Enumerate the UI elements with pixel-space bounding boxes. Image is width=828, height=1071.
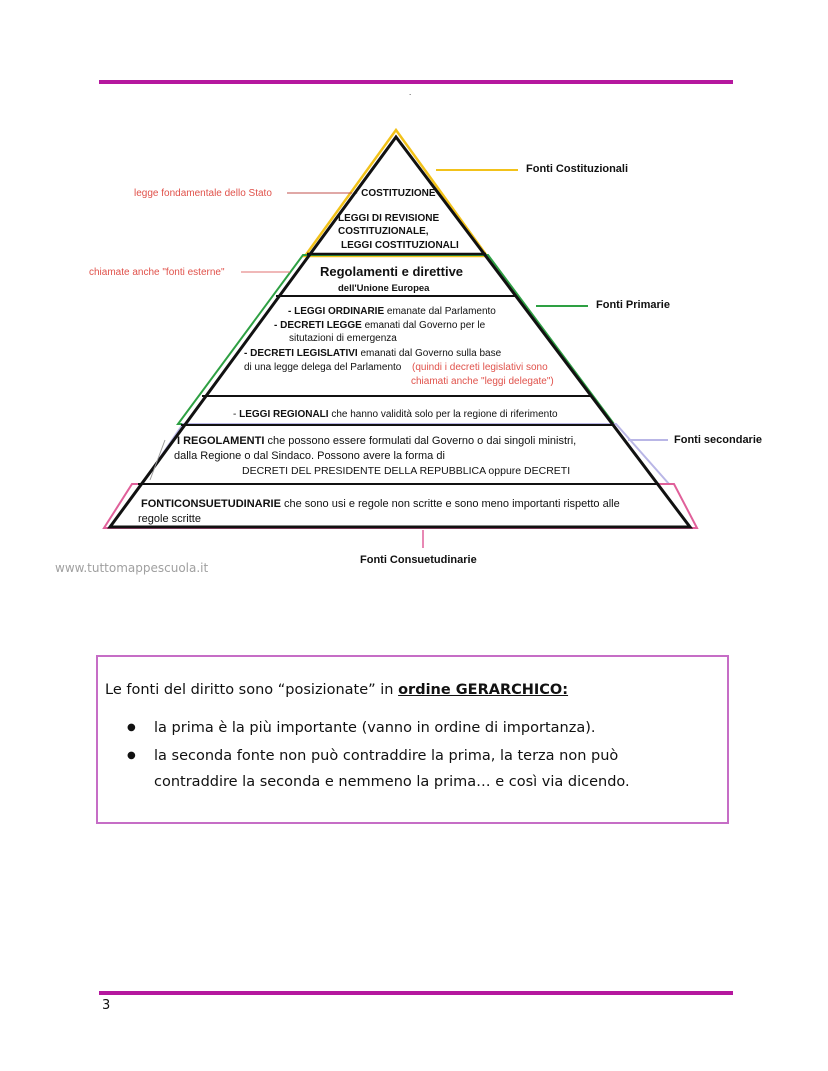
- level-revisione-3: LEGGI COSTITUZIONALI: [341, 240, 459, 251]
- level-revisione-1: LEGGI DI REVISIONE: [338, 213, 439, 224]
- level-ue-title: Regolamenti e direttive: [320, 264, 463, 279]
- level-decreti-legge: - DECRETI LEGGE emanati dal Governo per …: [274, 320, 486, 331]
- label-fonti-primarie: Fonti Primarie: [596, 299, 670, 311]
- left-gray-tick: [149, 439, 166, 481]
- note-box: Le fonti del diritto sono “posizionate” …: [96, 655, 729, 824]
- level-decreti-legislativi: - DECRETI LEGISLATIVI emanati dal Govern…: [244, 348, 502, 359]
- level-legislativi-note-2: chiamati anche "leggi delegate"): [411, 376, 554, 387]
- level-costituzione: · COSTITUZIONE: [355, 188, 436, 199]
- label-fonti-costituzionali: Fonti Costituzionali: [526, 163, 628, 175]
- level-ue-sub: dell'Unione Europea: [338, 283, 430, 294]
- level-decreti-legge-cont: situtazioni di emergenza: [289, 333, 397, 344]
- note-intro-bold: ordine GERARCHICO:: [398, 682, 569, 698]
- list-item: la prima è la più importante (vanno in o…: [105, 715, 705, 741]
- bottom-rule: [99, 991, 733, 995]
- level-consuetudini-2: regole scritte: [138, 513, 201, 525]
- level-regolamenti-2: dalla Regione o dal Sindaco. Possono ave…: [174, 450, 445, 462]
- note-intro: Le fonti del diritto sono “posizionate” …: [105, 682, 569, 698]
- annotation-esterne: chiamate anche "fonti esterne": [89, 267, 225, 278]
- label-fonti-secondarie: Fonti secondarie: [674, 434, 762, 446]
- level-revisione-2: COSTITUZIONALE,: [338, 226, 429, 237]
- level-regolamenti-3: DECRETI DEL PRESIDENTE DELLA REPUBBLICA …: [242, 465, 570, 477]
- level-decreti-legislativi-cont: di una legge delega del Parlamento: [244, 362, 402, 373]
- pyramid-outline: [107, 134, 694, 529]
- sources-pyramid-diagram: Fonti Costituzionali Fonti Primarie Font…: [89, 127, 762, 566]
- label-fonti-consuetudinarie: Fonti Consuetudinarie: [360, 554, 477, 566]
- watermark: www.tuttomappescuola.it: [55, 561, 209, 575]
- page-number: 3: [102, 998, 111, 1013]
- page-dot: .: [409, 88, 412, 97]
- level-legislativi-note-1: (quindi i decreti legislativi sono: [412, 362, 548, 373]
- top-rule: [99, 80, 733, 84]
- list-item: la seconda fonte non può contraddire la …: [105, 743, 705, 795]
- level-leggi-ordinarie: - LEGGI ORDINARIE emanate dal Parlamento: [288, 306, 496, 317]
- annotation-stato: legge fondamentale dello Stato: [134, 188, 272, 199]
- level-leggi-regionali: - LEGGI REGIONALI che hanno validità sol…: [233, 409, 558, 420]
- note-bullet-list: la prima è la più importante (vanno in o…: [105, 715, 705, 797]
- level-regolamenti: I REGOLAMENTI che possono essere formula…: [177, 435, 576, 447]
- level-consuetudini: FONTICONSUETUDINARIE che sono usi e rego…: [141, 498, 620, 510]
